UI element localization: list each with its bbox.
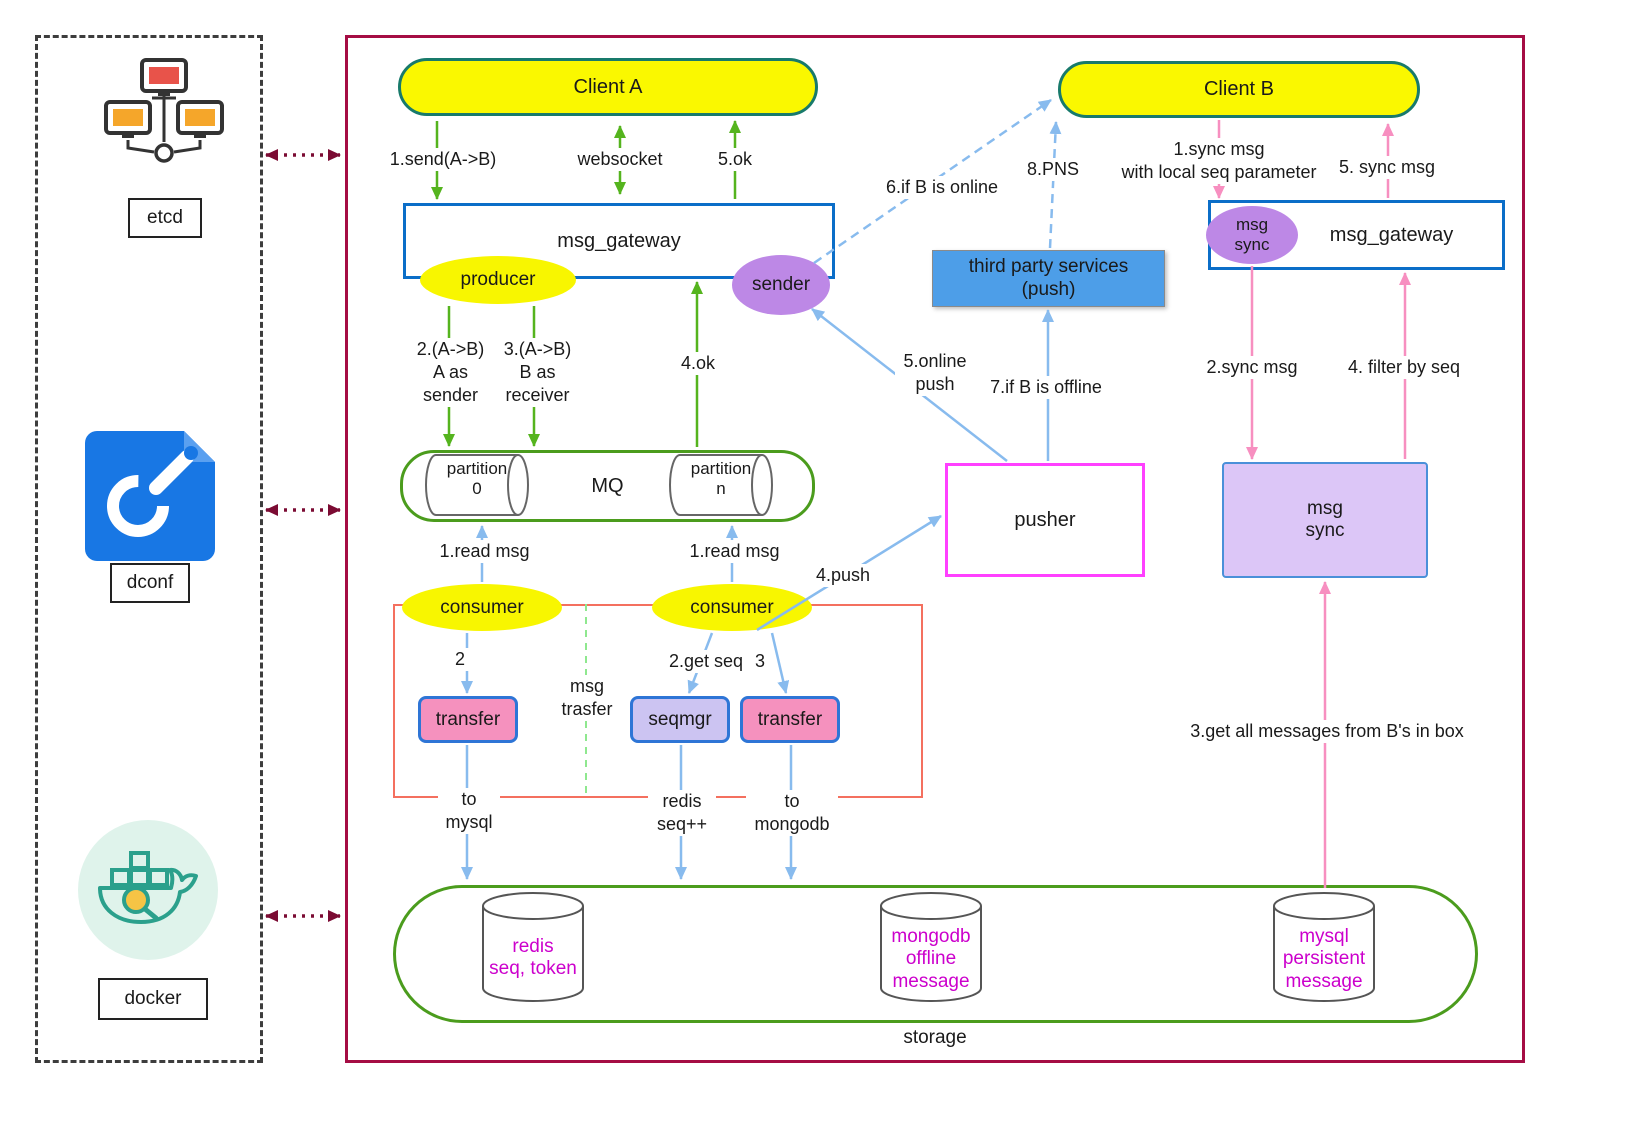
pusher-node: pusher	[945, 463, 1145, 577]
producer-node: producer	[420, 256, 576, 304]
label-redis-seq: redis seq++	[648, 790, 716, 837]
partition-n-label: partition n	[690, 459, 752, 499]
infra-panel	[35, 35, 263, 1063]
label-read-msg-right: 1.read msg	[682, 540, 787, 564]
seqmgr-node: seqmgr	[630, 696, 730, 743]
label-b-as-receiver: 3.(A->B) B as receiver	[485, 338, 590, 408]
label-ok4: 4.ok	[668, 352, 728, 376]
dconf-label: dconf	[110, 563, 190, 603]
redis-cylinder	[482, 892, 584, 1002]
label-ok5: 5.ok	[705, 148, 765, 172]
label-if-online: 6.if B is online	[876, 176, 1008, 200]
label-send-ab: 1.send(A->B)	[378, 148, 508, 172]
third-party-services-node: third party services (push)	[932, 250, 1165, 307]
client-a-node: Client A	[398, 58, 818, 116]
label-msg-trasfer: msg trasfer	[548, 675, 626, 722]
label-sync1: 1.sync msg with local seq parameter	[1105, 138, 1333, 185]
docker-icon	[78, 820, 218, 960]
transfer-right-node: transfer	[740, 696, 840, 743]
mysql-db-label: mysql persistent message	[1282, 926, 1366, 992]
label-pns: 8.PNS	[1022, 158, 1084, 182]
label-sync5: 5. sync msg	[1332, 156, 1442, 180]
storage-label: storage	[903, 1027, 967, 1048]
label-to-mysql: to mysql	[438, 788, 500, 835]
sender-node: sender	[732, 255, 830, 315]
dconf-icon	[85, 431, 215, 561]
mq-label: MQ	[591, 475, 624, 497]
client-b-node: Client B	[1058, 61, 1420, 118]
transfer-left-node: transfer	[418, 696, 518, 743]
redis-db-label: redis seq, token	[489, 936, 577, 980]
label-to-mongodb: to mongodb	[746, 790, 838, 837]
label-a-as-sender: 2.(A->B) A as sender	[398, 338, 503, 408]
msg-sync-ellipse-node: msg sync	[1206, 206, 1298, 264]
label-step2: 2	[448, 648, 472, 672]
mysql-cylinder	[1273, 892, 1375, 1002]
mongodb-cylinder	[880, 892, 982, 1002]
label-push4: 4.push	[808, 564, 878, 588]
consumer-right-node: consumer	[652, 584, 812, 631]
partition-0-label: partition 0	[446, 459, 508, 499]
label-step3: 3	[748, 650, 772, 674]
msg-sync-box-node: msg sync	[1222, 462, 1428, 578]
docker-label: docker	[98, 978, 208, 1020]
mongodb-db-label: mongodb offline message	[891, 926, 971, 992]
consumer-left-node: consumer	[402, 584, 562, 631]
label-filter4: 4. filter by seq	[1336, 356, 1472, 380]
etcd-label: etcd	[128, 198, 202, 238]
partition-n-cylinder	[669, 454, 773, 516]
label-sync2: 2.sync msg	[1200, 356, 1304, 380]
partition-0-cylinder	[425, 454, 529, 516]
label-if-offline: 7.if B is offline	[980, 376, 1112, 400]
label-websocket: websocket	[565, 148, 675, 172]
etcd-icon	[104, 58, 224, 163]
label-get-all: 3.get all messages from B's in box	[1170, 720, 1484, 744]
label-online-push: 5.online push	[895, 350, 975, 397]
label-get-seq: 2.get seq	[662, 650, 750, 674]
system-boundary	[345, 35, 1525, 1063]
label-read-msg-left: 1.read msg	[432, 540, 537, 564]
